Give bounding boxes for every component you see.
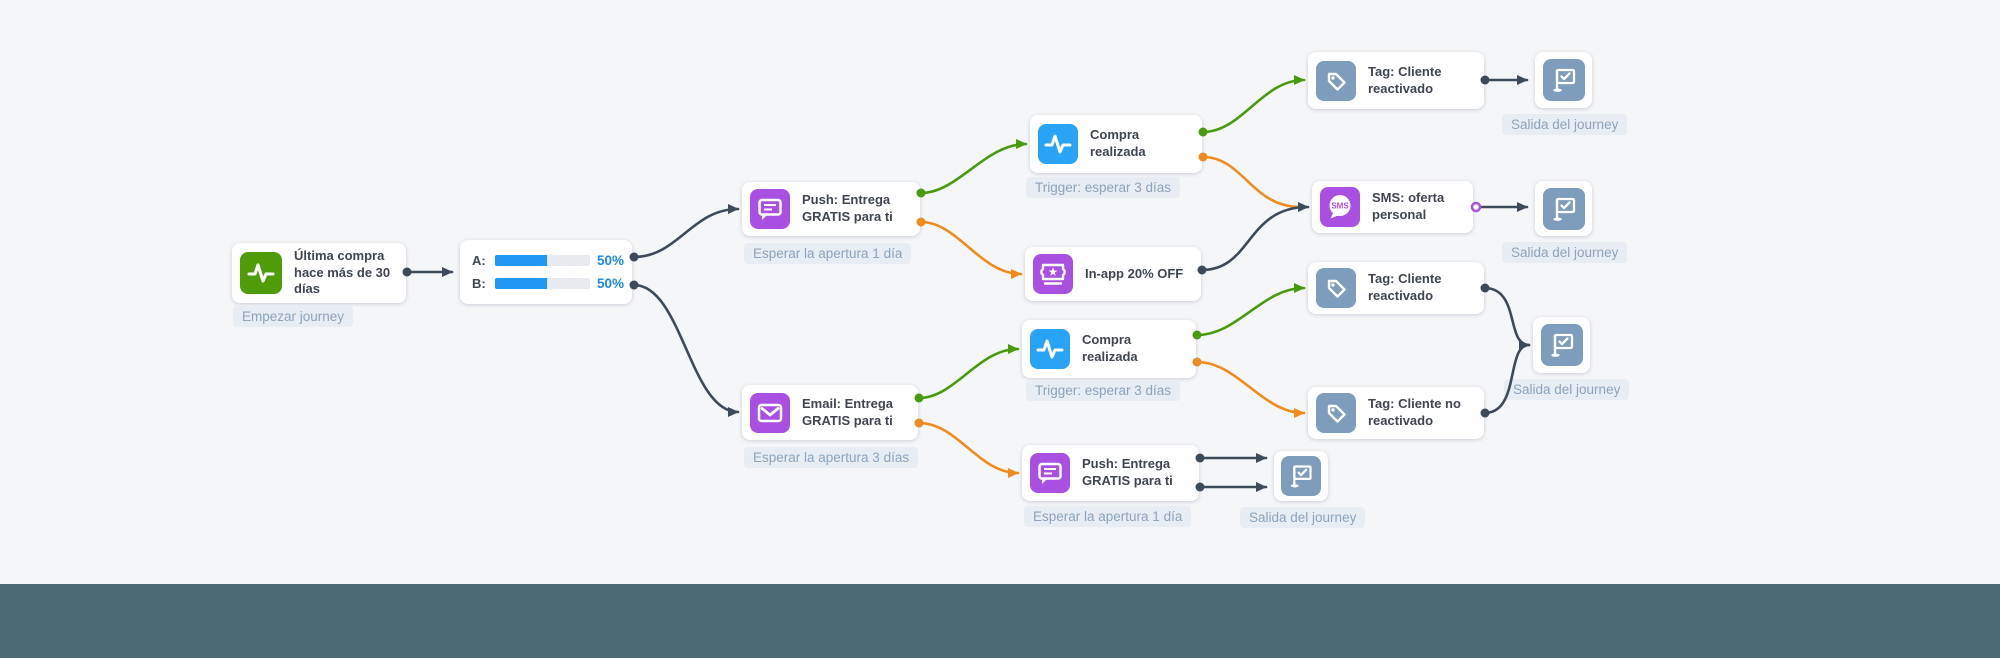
flag-icon bbox=[1542, 59, 1585, 101]
node-exit-top[interactable] bbox=[1535, 52, 1592, 108]
activity-icon bbox=[1030, 329, 1070, 369]
node-email[interactable]: Email: Entrega GRATIS para ti bbox=[742, 385, 918, 440]
node-title: In-app 20% OFF bbox=[1085, 265, 1184, 281]
badge-push-bottom: Esperar la apertura 1 día bbox=[1024, 506, 1192, 527]
port-sms[interactable] bbox=[1470, 201, 1482, 213]
node-purchase-top[interactable]: Compra realizada bbox=[1030, 115, 1202, 173]
edge-purchase-to-sms bbox=[1201, 155, 1302, 209]
edge-purchase-to-tag-top bbox=[1201, 75, 1306, 134]
edge-purchase2-to-tag-mid bbox=[1195, 283, 1306, 337]
node-sms[interactable]: SMS SMS: oferta personal bbox=[1312, 181, 1473, 233]
badge-push-top: Esperar la apertura 1 día bbox=[744, 243, 912, 264]
edge-email-opened-to-purchase bbox=[917, 344, 1020, 400]
flag-icon bbox=[1281, 456, 1321, 496]
node-tag-no-reactivated[interactable]: Tag: Cliente no reactivado bbox=[1308, 387, 1484, 439]
node-title: Push: Entrega GRATIS para ti bbox=[1082, 456, 1173, 488]
edge-push-opened-to-purchase bbox=[919, 139, 1028, 195]
badge-purchase-bottom: Trigger: esperar 3 días bbox=[1026, 380, 1181, 401]
node-title: Tag: Cliente reactivado bbox=[1368, 271, 1442, 303]
badge-start: Empezar journey bbox=[233, 306, 354, 327]
node-ab-split[interactable]: A: 50% B: 50% bbox=[460, 240, 632, 304]
ab-label-b: B: bbox=[472, 276, 486, 291]
node-title: SMS: oferta personal bbox=[1372, 190, 1445, 222]
ab-progress-a-fill bbox=[494, 255, 548, 266]
tag-icon bbox=[1316, 268, 1356, 308]
badge-exit-bottom: Salida del journey bbox=[1240, 507, 1366, 528]
edge-tag-mid-to-exit bbox=[1484, 286, 1531, 350]
edge-push-notopened-to-inapp bbox=[919, 220, 1023, 279]
badge-email: Esperar la apertura 3 días bbox=[744, 447, 919, 468]
email-icon bbox=[750, 392, 790, 433]
node-title: Push: Entrega GRATIS para ti bbox=[802, 192, 893, 224]
node-title: Tag: Cliente no reactivado bbox=[1368, 396, 1461, 428]
tag-icon bbox=[1316, 60, 1356, 101]
node-exit-mid[interactable] bbox=[1533, 317, 1590, 373]
edge-email-notopened-to-push bbox=[917, 421, 1020, 478]
node-exit-sms[interactable] bbox=[1535, 181, 1592, 236]
ticket-icon bbox=[1033, 254, 1073, 294]
node-title: Compra realizada bbox=[1082, 332, 1138, 364]
push-notification-icon bbox=[1030, 453, 1070, 493]
ab-percent-b: 50% bbox=[596, 276, 624, 291]
node-title: Compra realizada bbox=[1090, 127, 1146, 159]
ab-percent-a: 50% bbox=[596, 253, 624, 268]
ab-row-b: B: 50% bbox=[472, 276, 624, 291]
push-notification-icon bbox=[750, 189, 790, 229]
tag-icon bbox=[1316, 393, 1356, 433]
ab-progress-b bbox=[494, 278, 590, 289]
badge-exit-top: Salida del journey bbox=[1502, 114, 1628, 135]
node-tag-mid[interactable]: Tag: Cliente reactivado bbox=[1308, 262, 1484, 314]
node-start-trigger[interactable]: Última compra hace más de 30 días bbox=[232, 243, 406, 303]
ab-label-a: A: bbox=[472, 253, 486, 268]
node-purchase-bottom[interactable]: Compra realizada bbox=[1022, 320, 1196, 378]
activity-icon bbox=[1038, 124, 1078, 164]
ab-rows: A: 50% B: 50% bbox=[470, 253, 626, 291]
edge-purchase2-to-tag-no bbox=[1195, 360, 1306, 418]
badge-purchase-top: Trigger: esperar 3 días bbox=[1026, 177, 1181, 198]
flag-icon bbox=[1542, 187, 1585, 230]
node-push-bottom[interactable]: Push: Entrega GRATIS para ti bbox=[1022, 445, 1199, 501]
badge-exit-sms: Salida del journey bbox=[1502, 242, 1628, 263]
node-title: Tag: Cliente reactivado bbox=[1368, 63, 1442, 96]
sms-icon: SMS bbox=[1320, 187, 1360, 227]
edge-split-b-to-email bbox=[632, 283, 740, 417]
ab-progress-b-fill bbox=[494, 278, 548, 289]
ab-progress-a bbox=[494, 255, 590, 266]
activity-icon bbox=[240, 252, 282, 294]
node-title: Email: Entrega GRATIS para ti bbox=[802, 395, 894, 428]
edge-split-a-to-push bbox=[632, 204, 740, 259]
ab-row-a: A: 50% bbox=[472, 253, 624, 268]
node-push-top[interactable]: Push: Entrega GRATIS para ti bbox=[742, 182, 920, 236]
badge-exit-mid: Salida del journey bbox=[1504, 379, 1630, 400]
footer-band bbox=[0, 584, 2000, 658]
node-tag-top[interactable]: Tag: Cliente reactivado bbox=[1308, 52, 1484, 109]
edge-inapp-to-sms bbox=[1200, 202, 1310, 272]
node-inapp[interactable]: In-app 20% OFF bbox=[1025, 247, 1201, 301]
node-title: Última compra hace más de 30 días bbox=[294, 248, 391, 297]
flag-icon bbox=[1540, 324, 1583, 366]
node-exit-bottom[interactable] bbox=[1274, 451, 1328, 501]
sms-icon-label: SMS bbox=[1331, 202, 1349, 211]
